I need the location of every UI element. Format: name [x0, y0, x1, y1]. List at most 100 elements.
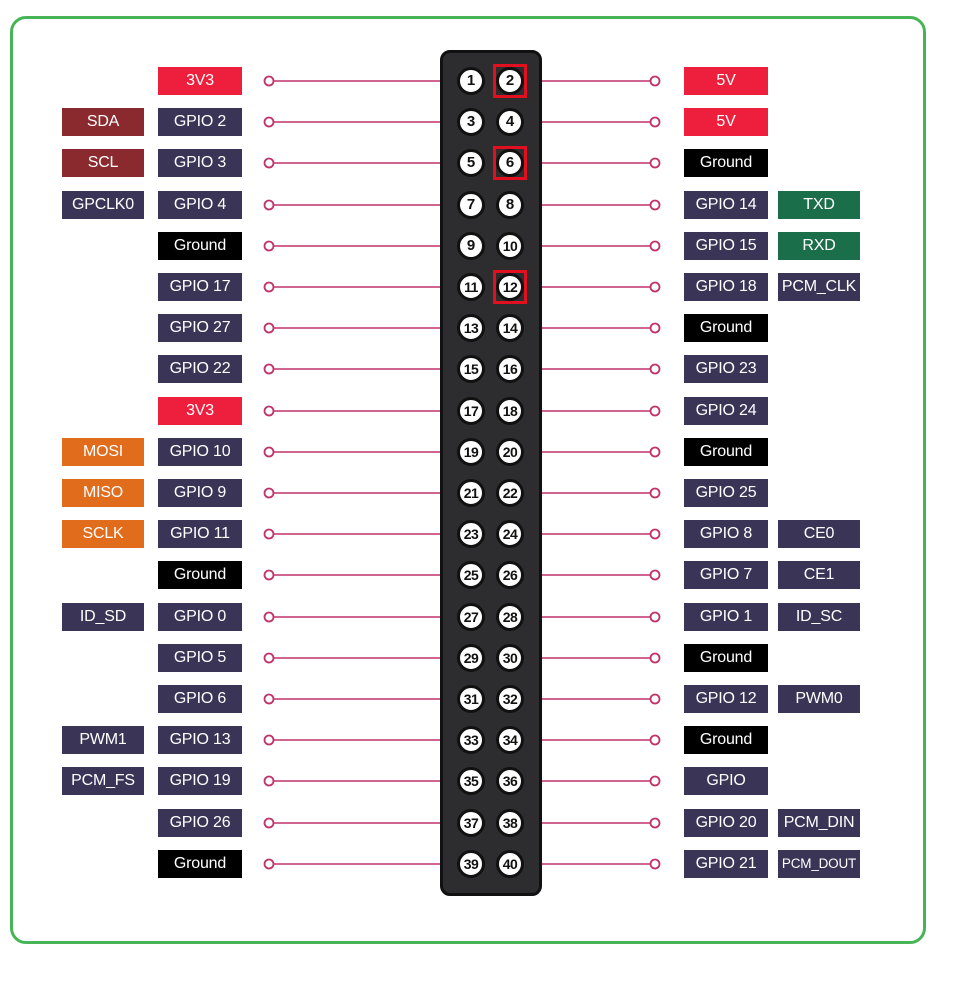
- pin-17: 17: [457, 397, 485, 425]
- label-pin-39: Ground: [158, 850, 242, 878]
- label-pin-24: GPIO 8: [684, 520, 768, 548]
- alt-label-pin-40: PCM_DOUT: [778, 850, 860, 878]
- alt-label-pin-33: PWM1: [62, 726, 144, 754]
- pin-34: 34: [496, 726, 524, 754]
- wire-end-pin-24: [649, 528, 661, 540]
- wire-end-pin-25: [263, 569, 275, 581]
- wire-end-pin-11: [263, 281, 275, 293]
- wire-end-pin-39: [263, 858, 275, 870]
- pin-9: 9: [457, 232, 485, 260]
- wire-end-pin-7: [263, 199, 275, 211]
- pin-11: 11: [457, 273, 485, 301]
- pin-5: 5: [457, 149, 485, 177]
- label-pin-1: 3V3: [158, 67, 242, 95]
- wire-end-pin-28: [649, 611, 661, 623]
- alt-label-pin-5: SCL: [62, 149, 144, 177]
- wire-end-pin-15: [263, 363, 275, 375]
- alt-label-pin-3: SDA: [62, 108, 144, 136]
- label-pin-34: Ground: [684, 726, 768, 754]
- pin-1: 1: [457, 67, 485, 95]
- wire-end-pin-17: [263, 405, 275, 417]
- pin-12-highlight: [493, 270, 527, 304]
- pin-25: 25: [457, 561, 485, 589]
- gpio-header-connector: [440, 50, 542, 896]
- pin-32: 32: [496, 685, 524, 713]
- wire-end-pin-22: [649, 487, 661, 499]
- wire-end-pin-38: [649, 817, 661, 829]
- alt-label-pin-8: TXD: [778, 191, 860, 219]
- wire-end-pin-10: [649, 240, 661, 252]
- alt-label-pin-10: RXD: [778, 232, 860, 260]
- pin-39: 39: [457, 850, 485, 878]
- label-pin-6: Ground: [684, 149, 768, 177]
- label-pin-23: GPIO 11: [158, 520, 242, 548]
- wire-end-pin-32: [649, 693, 661, 705]
- alt-label-pin-28: ID_SC: [778, 603, 860, 631]
- wire-end-pin-5: [263, 157, 275, 169]
- label-pin-29: GPIO 5: [158, 644, 242, 672]
- label-pin-27: GPIO 0: [158, 603, 242, 631]
- wire-end-pin-40: [649, 858, 661, 870]
- label-pin-10: GPIO 15: [684, 232, 768, 260]
- alt-label-pin-24: CE0: [778, 520, 860, 548]
- wire-end-pin-35: [263, 775, 275, 787]
- label-pin-20: Ground: [684, 438, 768, 466]
- label-pin-12: GPIO 18: [684, 273, 768, 301]
- pin-23: 23: [457, 520, 485, 548]
- label-pin-18: GPIO 24: [684, 397, 768, 425]
- wire-end-pin-20: [649, 446, 661, 458]
- pin-24: 24: [496, 520, 524, 548]
- alt-label-pin-21: MISO: [62, 479, 144, 507]
- pin-12: 12: [496, 273, 524, 301]
- alt-label-pin-38: PCM_DIN: [778, 809, 860, 837]
- pin-33: 33: [457, 726, 485, 754]
- alt-label-pin-35: PCM_FS: [62, 767, 144, 795]
- label-pin-25: Ground: [158, 561, 242, 589]
- wire-end-pin-3: [263, 116, 275, 128]
- wire-end-pin-18: [649, 405, 661, 417]
- pin-18: 18: [496, 397, 524, 425]
- pin-14: 14: [496, 314, 524, 342]
- pin-40: 40: [496, 850, 524, 878]
- pin-2-highlight: [493, 64, 527, 98]
- label-pin-22: GPIO 25: [684, 479, 768, 507]
- alt-label-pin-32: PWM0: [778, 685, 860, 713]
- label-pin-19: GPIO 10: [158, 438, 242, 466]
- label-pin-16: GPIO 23: [684, 355, 768, 383]
- wire-end-pin-30: [649, 652, 661, 664]
- label-pin-31: GPIO 6: [158, 685, 242, 713]
- pin-30: 30: [496, 644, 524, 672]
- pin-8: 8: [496, 191, 524, 219]
- label-pin-11: GPIO 17: [158, 273, 242, 301]
- wire-end-pin-1: [263, 75, 275, 87]
- label-pin-2: 5V: [684, 67, 768, 95]
- pin-22: 22: [496, 479, 524, 507]
- pin-37: 37: [457, 809, 485, 837]
- wire-end-pin-6: [649, 157, 661, 169]
- pin-20: 20: [496, 438, 524, 466]
- label-pin-30: Ground: [684, 644, 768, 672]
- wire-end-pin-12: [649, 281, 661, 293]
- label-pin-32: GPIO 12: [684, 685, 768, 713]
- label-pin-21: GPIO 9: [158, 479, 242, 507]
- pin-26: 26: [496, 561, 524, 589]
- alt-label-pin-26: CE1: [778, 561, 860, 589]
- label-pin-13: GPIO 27: [158, 314, 242, 342]
- pin-31: 31: [457, 685, 485, 713]
- pin-6-highlight: [493, 146, 527, 180]
- wire-end-pin-14: [649, 322, 661, 334]
- wire-end-pin-21: [263, 487, 275, 499]
- label-pin-14: Ground: [684, 314, 768, 342]
- label-pin-38: GPIO 20: [684, 809, 768, 837]
- wire-end-pin-37: [263, 817, 275, 829]
- label-pin-28: GPIO 1: [684, 603, 768, 631]
- pin-19: 19: [457, 438, 485, 466]
- label-pin-17: 3V3: [158, 397, 242, 425]
- wire-end-pin-36: [649, 775, 661, 787]
- alt-label-pin-23: SCLK: [62, 520, 144, 548]
- wire-end-pin-31: [263, 693, 275, 705]
- pin-36: 36: [496, 767, 524, 795]
- wire-end-pin-29: [263, 652, 275, 664]
- pin-13: 13: [457, 314, 485, 342]
